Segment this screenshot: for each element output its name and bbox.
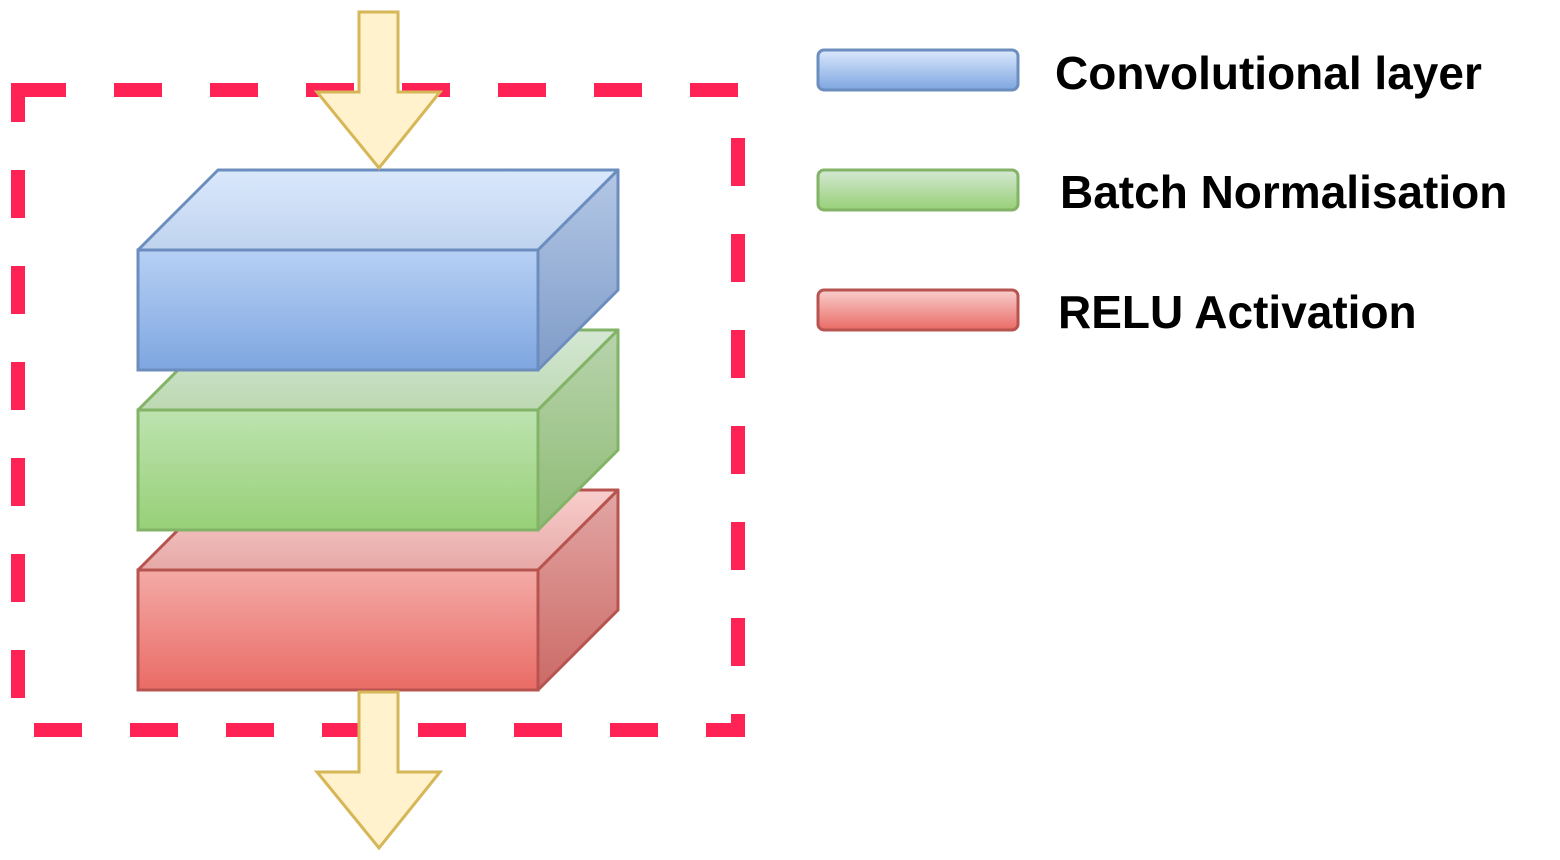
block-boundary: [11, 83, 745, 737]
legend: Convolutional layer Batch Normalisation …: [816, 47, 1507, 338]
legend-label-bn: Batch Normalisation: [1060, 166, 1507, 218]
legend-item-bn: Batch Normalisation: [816, 166, 1507, 218]
input-arrow-icon: [313, 10, 444, 171]
output-arrow-icon: [313, 690, 444, 851]
legend-label-relu: RELU Activation: [1058, 286, 1417, 338]
legend-item-relu: RELU Activation: [816, 286, 1417, 338]
convolutional-layer: [136, 168, 620, 372]
legend-swatch-bn: [816, 168, 1020, 212]
legend-swatch-conv: [816, 48, 1020, 92]
legend-label-conv: Convolutional layer: [1055, 47, 1482, 99]
legend-item-conv: Convolutional layer: [816, 47, 1482, 99]
legend-swatch-relu: [816, 288, 1020, 332]
